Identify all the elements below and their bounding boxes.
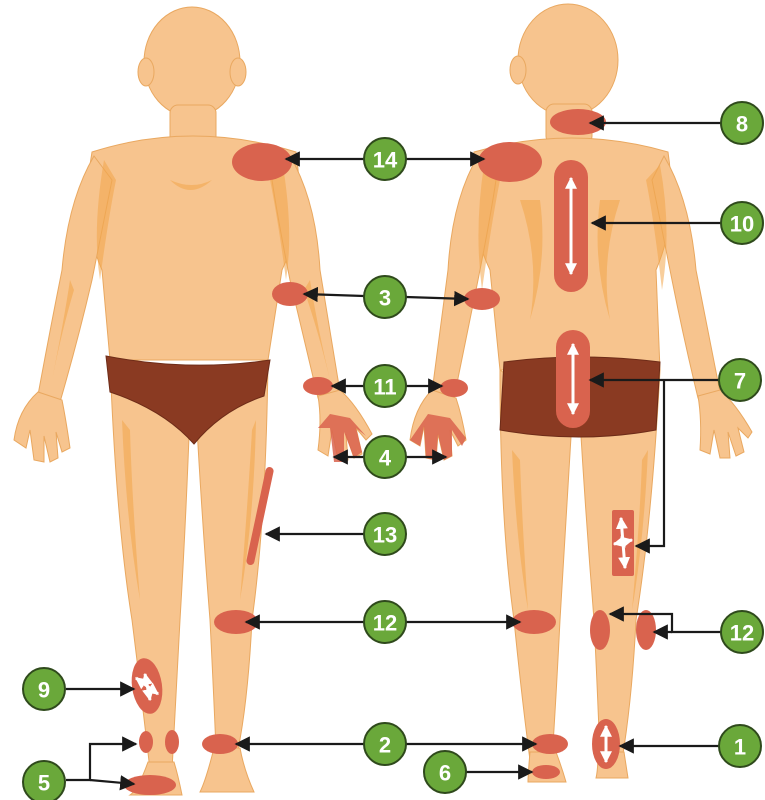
front-ankle-mark-left [139, 731, 153, 753]
back-wrist-mark [440, 379, 468, 397]
badge-label: 2 [379, 733, 391, 758]
back-knee-side-mark-left [590, 610, 610, 650]
badge-8: 8 [721, 102, 763, 144]
front-view-figure [14, 7, 372, 795]
badge-7: 7 [719, 359, 761, 401]
badge-label: 5 [38, 771, 50, 796]
badge-10: 10 [721, 202, 763, 244]
badge-12b: 12 [721, 611, 763, 653]
badge-label: 9 [38, 678, 50, 703]
front-heel-mark [124, 775, 176, 795]
badge-label: 1 [734, 735, 746, 760]
badge-2: 2 [364, 723, 406, 765]
badge-label: 13 [373, 523, 397, 548]
front-elbow-mark [272, 282, 308, 306]
front-head [144, 7, 240, 117]
badge-label: 3 [379, 286, 391, 311]
badge-label: 4 [379, 446, 392, 471]
badge-11: 11 [364, 365, 406, 407]
badge-label: 11 [373, 375, 396, 400]
back-head [518, 4, 618, 116]
back-elbow-mark [464, 288, 500, 310]
badge-4: 4 [364, 436, 406, 478]
front-ear [138, 58, 154, 86]
badge-label: 6 [439, 761, 451, 786]
back-ankle-mark [532, 734, 568, 754]
front-ankle-mark [202, 734, 238, 754]
front-ankle-mark-right [165, 730, 179, 754]
badge-13: 13 [364, 513, 406, 555]
badge-label: 12 [373, 611, 397, 636]
front-left-hand [14, 392, 70, 462]
back-shoulder-mark [478, 142, 542, 182]
front-shoulder-mark [232, 143, 292, 181]
badge-label: 14 [373, 148, 398, 173]
badge-label: 12 [730, 621, 754, 646]
badge-6: 6 [424, 751, 466, 793]
back-knee-side-mark-right [636, 610, 656, 650]
badge-12a: 12 [364, 601, 406, 643]
badge-label: 7 [734, 369, 746, 394]
badge-label: 10 [730, 212, 754, 237]
front-right-foot [200, 748, 254, 792]
badge-9: 9 [23, 668, 65, 710]
badge-3: 3 [364, 276, 406, 318]
back-heel-mark [532, 765, 560, 779]
front-wrist-mark [303, 377, 333, 395]
badge-1: 1 [719, 725, 761, 767]
badge-14: 14 [364, 138, 406, 180]
badge-label: 8 [736, 112, 748, 137]
badge-5: 5 [23, 761, 65, 800]
